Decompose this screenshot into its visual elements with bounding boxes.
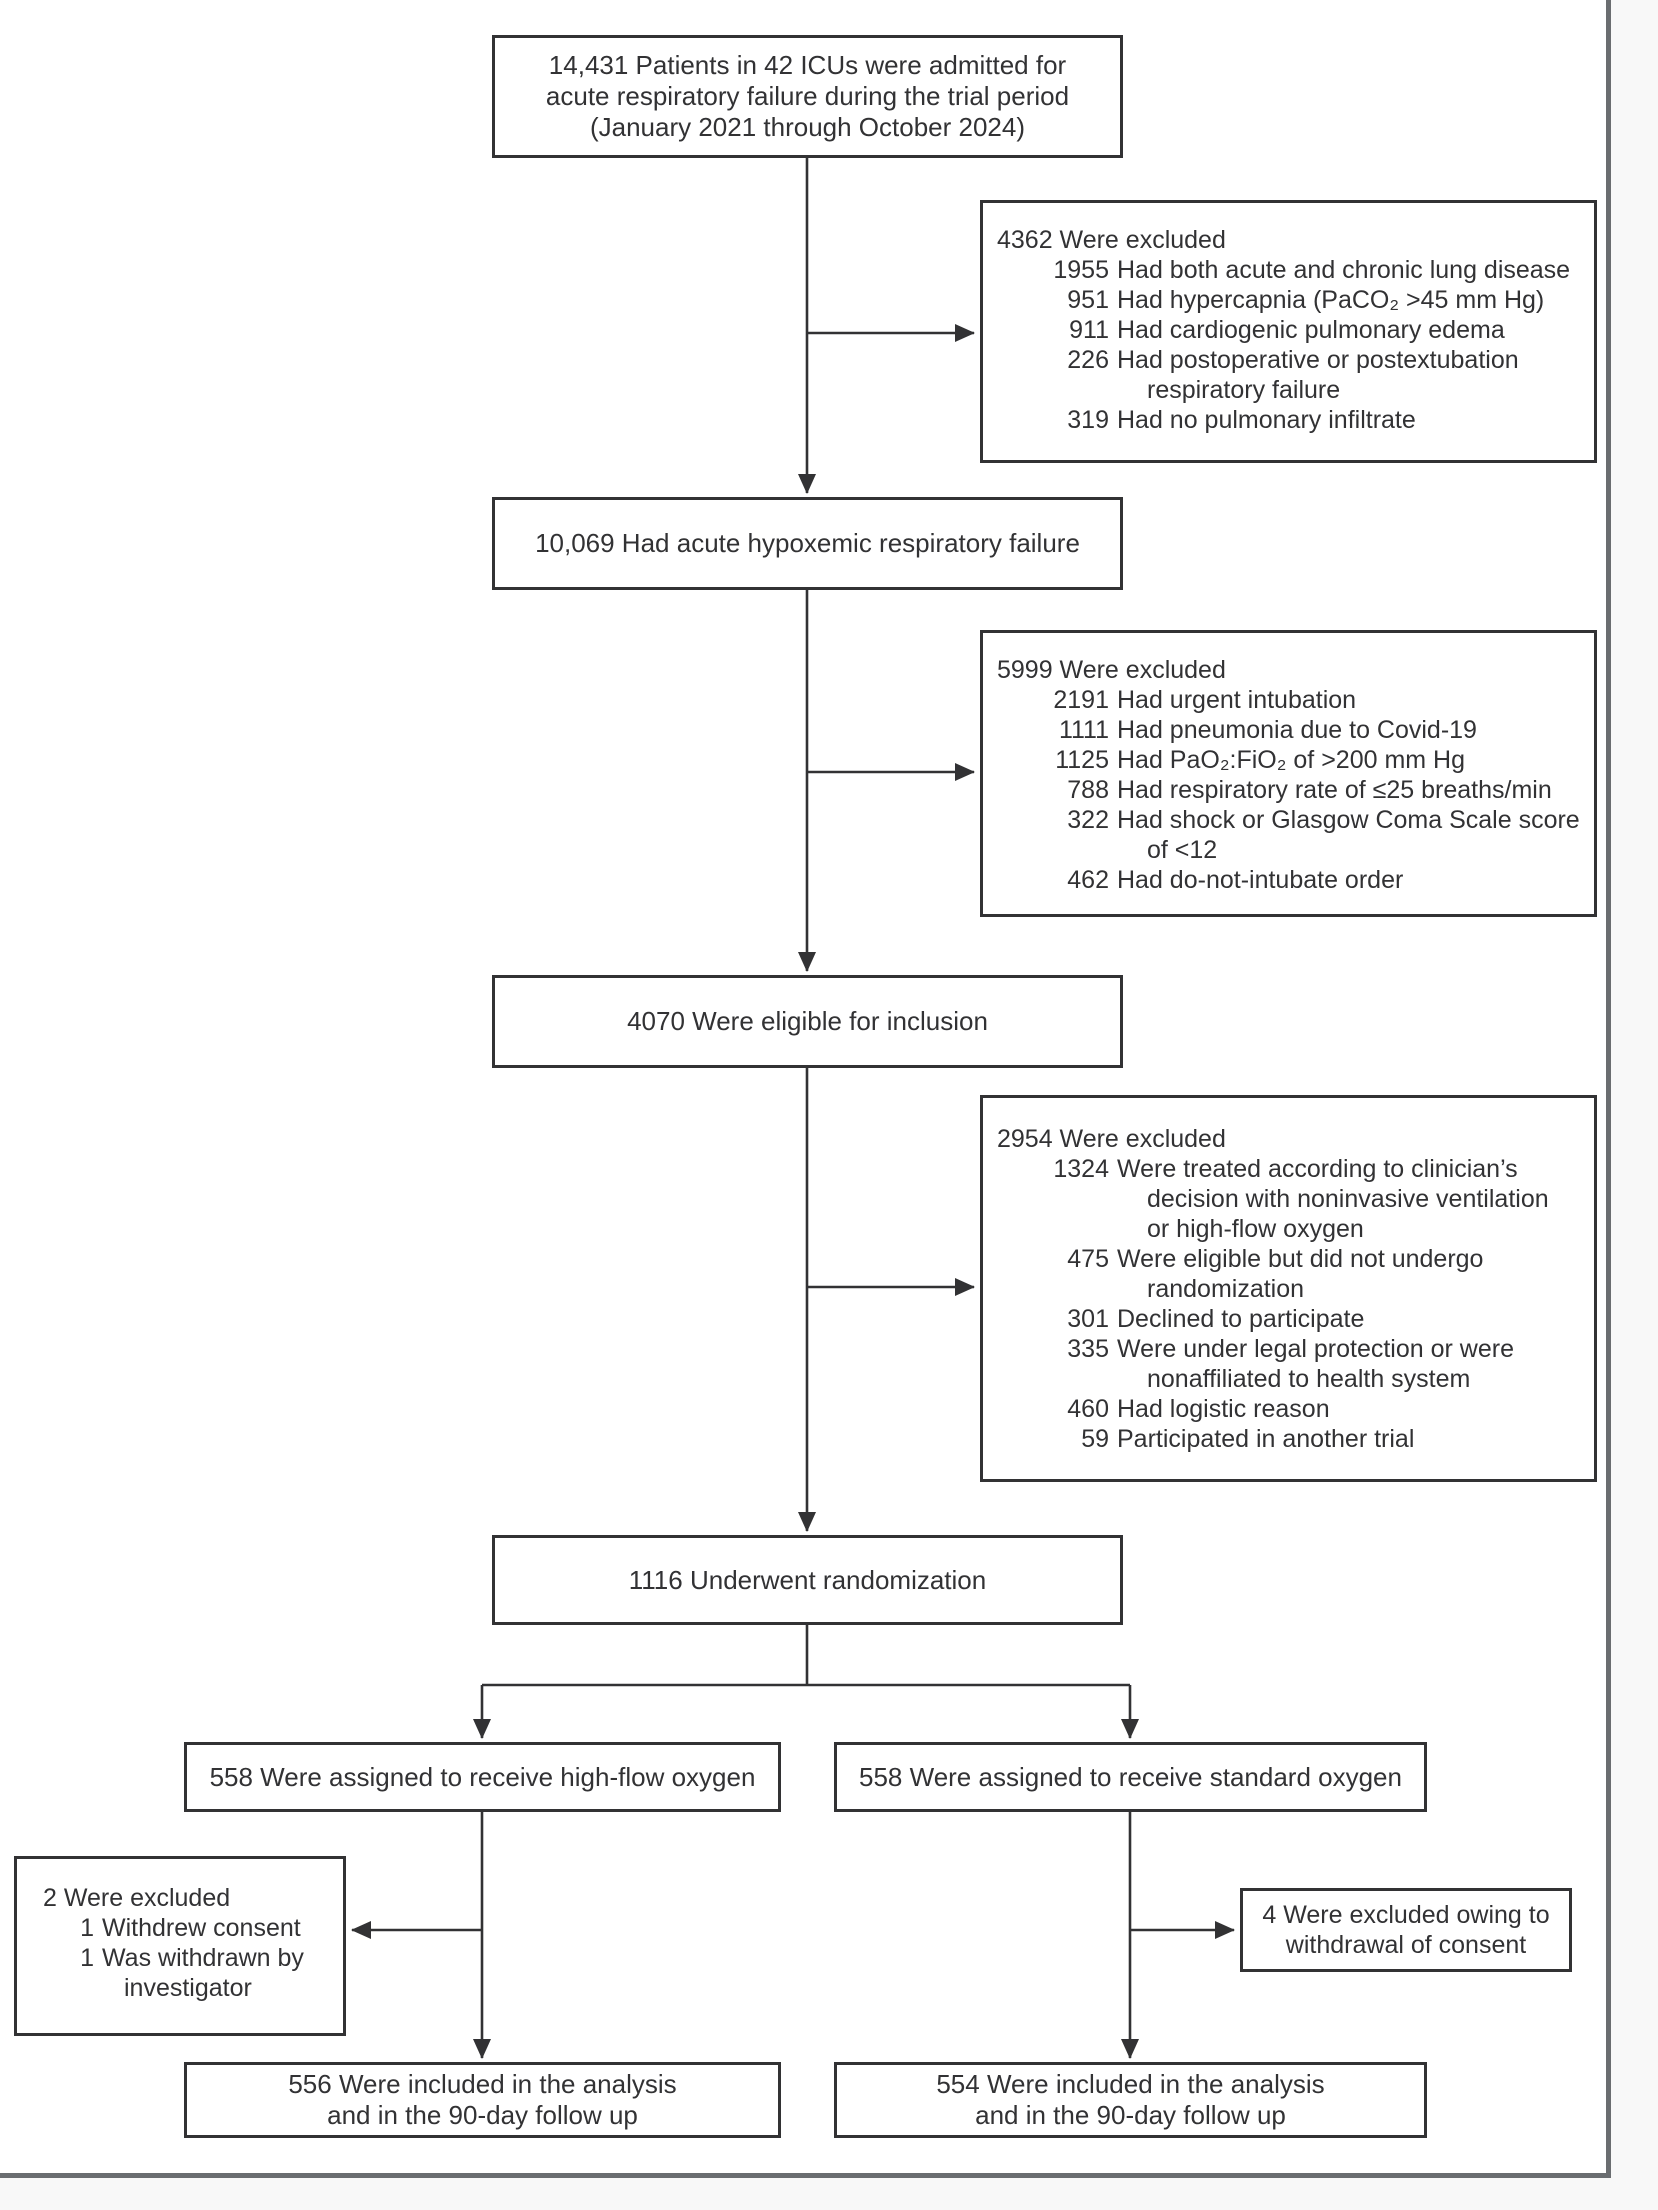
exclusion-item: 322 Had shock or Glasgow Coma Scale scor…	[997, 805, 1590, 865]
item-text: Were treated according to clinician’s de…	[1117, 1155, 1549, 1243]
exclusion-item: 1125 Had PaO₂:FiO₂ of >200 mm Hg	[997, 745, 1590, 775]
item-count: 788	[1067, 776, 1109, 804]
item-count: 1125	[1055, 746, 1109, 774]
item-count: 951	[1067, 286, 1109, 314]
item-count: 911	[1069, 316, 1109, 344]
exclusion-item: 1324 Were treated according to clinician…	[997, 1154, 1590, 1244]
box-assign-standard: 558 Were assigned to receive standard ox…	[834, 1742, 1427, 1812]
exclusion-item: 1 Was withdrawn by investigator	[43, 1943, 339, 2003]
exclusion-item: 301 Declined to participate	[997, 1304, 1590, 1334]
box-randomized-text: 1116 Underwent randomization	[628, 1564, 987, 1595]
exclusion-item: 788 Had respiratory rate of ≤25 breaths/…	[997, 775, 1590, 805]
exclusion-item: 226 Had postoperative or postextubation …	[997, 345, 1590, 405]
item-count: 1324	[1053, 1155, 1109, 1183]
item-count: 1111	[1058, 716, 1109, 744]
box-analysis-highflow: 556 Were included in the analysis and in…	[184, 2062, 781, 2138]
item-text: Withdrew consent	[102, 1914, 301, 1942]
item-text: Were eligible but did not undergo random…	[1117, 1245, 1484, 1303]
box-admitted: 14,431 Patients in 42 ICUs were admitted…	[492, 35, 1123, 158]
item-count: 1	[80, 1944, 94, 1972]
item-count: 1955	[1053, 256, 1109, 284]
box-hypoxemic-text: 10,069 Had acute hypoxemic respiratory f…	[535, 528, 1080, 558]
exclusion-item: 460 Had logistic reason	[997, 1394, 1590, 1424]
item-text: Declined to participate	[1117, 1305, 1365, 1333]
item-text: Were under legal protection or were nona…	[1117, 1335, 1514, 1393]
item-count: 322	[1067, 806, 1109, 834]
box-analysis-highflow-text: 556 Were included in the analysis and in…	[288, 2069, 677, 2130]
item-count: 335	[1067, 1335, 1109, 1363]
item-text: Had do-not-intubate order	[1117, 866, 1404, 894]
box-excluded-2: 5999 Were excluded 2191 Had urgent intub…	[980, 630, 1597, 917]
item-count: 319	[1067, 406, 1109, 434]
exclusion-item: 59 Participated in another trial	[997, 1424, 1590, 1454]
box-excluded-3: 2954 Were excluded 1324 Were treated acc…	[980, 1095, 1597, 1482]
exclusion-item: 319 Had no pulmonary infiltrate	[997, 405, 1590, 435]
item-count: 462	[1067, 866, 1109, 894]
box-assign-standard-text: 558 Were assigned to receive standard ox…	[859, 1761, 1402, 1792]
box-analysis-standard: 554 Were included in the analysis and in…	[834, 2062, 1427, 2138]
box-assign-highflow: 558 Were assigned to receive high-flow o…	[184, 1742, 781, 1812]
box-analysis-standard-text: 554 Were included in the analysis and in…	[936, 2069, 1325, 2130]
item-text: Had shock or Glasgow Coma Scale score of…	[1117, 806, 1580, 864]
item-text: Had pneumonia due to Covid-19	[1117, 716, 1477, 744]
item-text: Had respiratory rate of ≤25 breaths/min	[1117, 776, 1552, 804]
item-count: 2191	[1053, 686, 1109, 714]
item-text: Had hypercapnia (PaCO₂ >45 mm Hg)	[1117, 286, 1545, 314]
box-randomized: 1116 Underwent randomization	[492, 1535, 1123, 1625]
item-count: 1	[80, 1914, 94, 1942]
item-text: Had postoperative or postextubation resp…	[1117, 346, 1519, 404]
excluded-2-header: 5999 Were excluded	[997, 656, 1226, 684]
box-assign-highflow-text: 558 Were assigned to receive high-flow o…	[209, 1761, 756, 1792]
box-excluded-highflow: 2 Were excluded 1 Withdrew consent 1 Was…	[14, 1856, 346, 2036]
excluded-3-header: 2954 Were excluded	[997, 1125, 1226, 1153]
item-text: Had no pulmonary infiltrate	[1117, 406, 1416, 434]
box-excluded-standard: 4 Were excluded owing to withdrawal of c…	[1240, 1888, 1572, 1972]
box-eligible: 4070 Were eligible for inclusion	[492, 975, 1123, 1068]
item-text: Had PaO₂:FiO₂ of >200 mm Hg	[1117, 746, 1466, 774]
item-text: Participated in another trial	[1117, 1425, 1415, 1453]
box-admitted-text: 14,431 Patients in 42 ICUs were admitted…	[545, 50, 1070, 142]
box-eligible-text: 4070 Were eligible for inclusion	[627, 1006, 988, 1036]
exclusion-item: 911 Had cardiogenic pulmonary edema	[997, 315, 1590, 345]
item-text: Had logistic reason	[1117, 1395, 1330, 1423]
item-text: Was withdrawn by investigator	[102, 1944, 304, 2002]
exclusion-item: 1111 Had pneumonia due to Covid-19	[997, 715, 1590, 745]
item-text: Had cardiogenic pulmonary edema	[1117, 316, 1505, 344]
exclusion-item: 951 Had hypercapnia (PaCO₂ >45 mm Hg)	[997, 285, 1590, 315]
excluded-1-header: 4362 Were excluded	[997, 226, 1226, 254]
item-count: 460	[1067, 1395, 1109, 1423]
exclusion-item: 462 Had do-not-intubate order	[997, 865, 1590, 895]
exclusion-item: 1 Withdrew consent	[43, 1913, 339, 1943]
exclusion-item: 1955 Had both acute and chronic lung dis…	[997, 255, 1590, 285]
box-hypoxemic: 10,069 Had acute hypoxemic respiratory f…	[492, 497, 1123, 590]
box-excluded-standard-text: 4 Were excluded owing to withdrawal of c…	[1262, 1901, 1550, 1959]
exclusion-item: 475 Were eligible but did not undergo ra…	[997, 1244, 1590, 1304]
item-count: 226	[1067, 346, 1109, 374]
item-text: Had urgent intubation	[1117, 686, 1357, 714]
exclusion-item: 335 Were under legal protection or were …	[997, 1334, 1590, 1394]
item-text: Had both acute and chronic lung disease	[1117, 256, 1571, 284]
item-count: 301	[1067, 1305, 1109, 1333]
excluded-highflow-header: 2 Were excluded	[43, 1884, 231, 1912]
box-excluded-1: 4362 Were excluded 1955 Had both acute a…	[980, 200, 1597, 463]
item-count: 59	[1081, 1425, 1109, 1453]
exclusion-item: 2191 Had urgent intubation	[997, 685, 1590, 715]
item-count: 475	[1067, 1245, 1109, 1273]
